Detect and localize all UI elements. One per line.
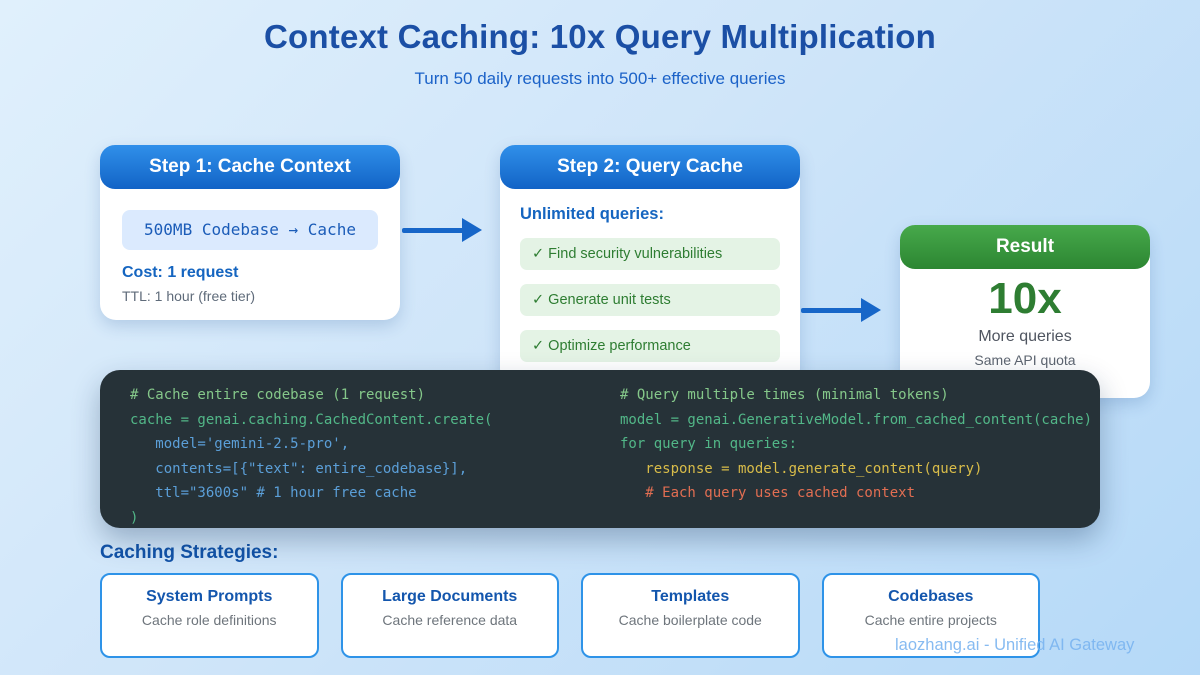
- arrow-right-icon: [402, 218, 482, 242]
- step2-card: Step 2: Query Cache Unlimited queries: ✓…: [500, 145, 800, 385]
- step1-body: 500MB Codebase → Cache Cost: 1 request T…: [100, 189, 400, 304]
- arrow-shaft: [402, 228, 464, 233]
- strategy-card-system-prompts: System Prompts Cache role definitions: [100, 573, 319, 658]
- step1-cost-label: Cost: 1 request: [122, 264, 239, 281]
- arrow-head: [861, 298, 881, 322]
- strategy-title: Large Documents: [382, 588, 518, 605]
- result-caption-queries: More queries: [978, 328, 1072, 345]
- step2-header: Step 2: Query Cache: [500, 145, 800, 189]
- step1-ttl-label: TTL: 1 hour (free tier): [122, 288, 256, 304]
- query-item: ✓ Optimize performance: [520, 330, 780, 362]
- strategy-desc: Cache boilerplate code: [618, 612, 762, 628]
- arrow-right-icon: [801, 298, 881, 322]
- arrow-head: [462, 218, 482, 242]
- code-line: # Cache entire codebase (1 request): [130, 387, 426, 403]
- strategy-card-codebases: Codebases Cache entire projects: [821, 573, 1040, 658]
- strategy-title: Codebases: [888, 588, 974, 605]
- code-line: for query in queries:: [620, 436, 798, 452]
- watermark: laozhang.ai - Unified AI Gateway: [895, 636, 1135, 654]
- strategy-card-large-documents: Large Documents Cache reference data: [340, 573, 559, 658]
- code-line: model = genai.GenerativeModel.from_cache…: [620, 411, 1093, 428]
- query-item: ✓ Find security vulnerabilities: [520, 238, 780, 270]
- unlimited-queries-label: Unlimited queries:: [520, 205, 664, 223]
- query-item: ✓ Generate unit tests: [520, 284, 780, 316]
- strategies-row: System Prompts Cache role definitions La…: [100, 573, 1040, 658]
- code-line: response = model.generate_content(query): [620, 460, 983, 477]
- step1-header: Step 1: Cache Context: [100, 145, 400, 189]
- result-caption-quota: Same API quota: [974, 352, 1076, 368]
- code-line: # Each query uses cached context: [620, 485, 916, 501]
- code-line: # Query multiple times (minimal tokens): [620, 387, 949, 403]
- code-panel: # Cache entire codebase (1 request) cach…: [100, 370, 1100, 528]
- code-line: cache = genai.caching.CachedContent.crea…: [130, 411, 493, 428]
- result-card: Result 10x More queries Same API quota: [900, 225, 1150, 398]
- strategy-desc: Cache reference data: [382, 612, 518, 628]
- step1-card: Step 1: Cache Context 500MB Codebase → C…: [100, 145, 400, 320]
- result-value: 10x: [988, 274, 1062, 323]
- strategy-desc: Cache entire projects: [864, 612, 997, 628]
- arrow-shaft: [801, 308, 863, 313]
- code-column-left: # Cache entire codebase (1 request) cach…: [130, 383, 492, 530]
- code-line: ttl="3600s" # 1 hour free cache: [130, 485, 417, 501]
- page-title: Context Caching: 10x Query Multiplicatio…: [264, 18, 936, 55]
- strategy-title: System Prompts: [146, 588, 273, 605]
- strategy-desc: Cache role definitions: [141, 612, 277, 628]
- result-header: Result: [900, 225, 1150, 269]
- code-line: ): [130, 509, 139, 526]
- strategy-card-templates: Templates Cache boilerplate code: [581, 573, 800, 658]
- strategies-heading: Caching Strategies:: [100, 542, 279, 563]
- code-line: contents=[{"text": entire_codebase}],: [130, 460, 468, 477]
- code-column-right: # Query multiple times (minimal tokens) …: [620, 383, 1092, 506]
- strategy-title: Templates: [651, 588, 730, 605]
- step2-body: Unlimited queries: ✓ Find security vulne…: [500, 189, 800, 362]
- step1-highlight-box: 500MB Codebase → Cache: [122, 210, 378, 250]
- page-subtitle: Turn 50 daily requests into 500+ effecti…: [414, 69, 786, 88]
- code-line: model='gemini-2.5-pro',: [130, 436, 350, 452]
